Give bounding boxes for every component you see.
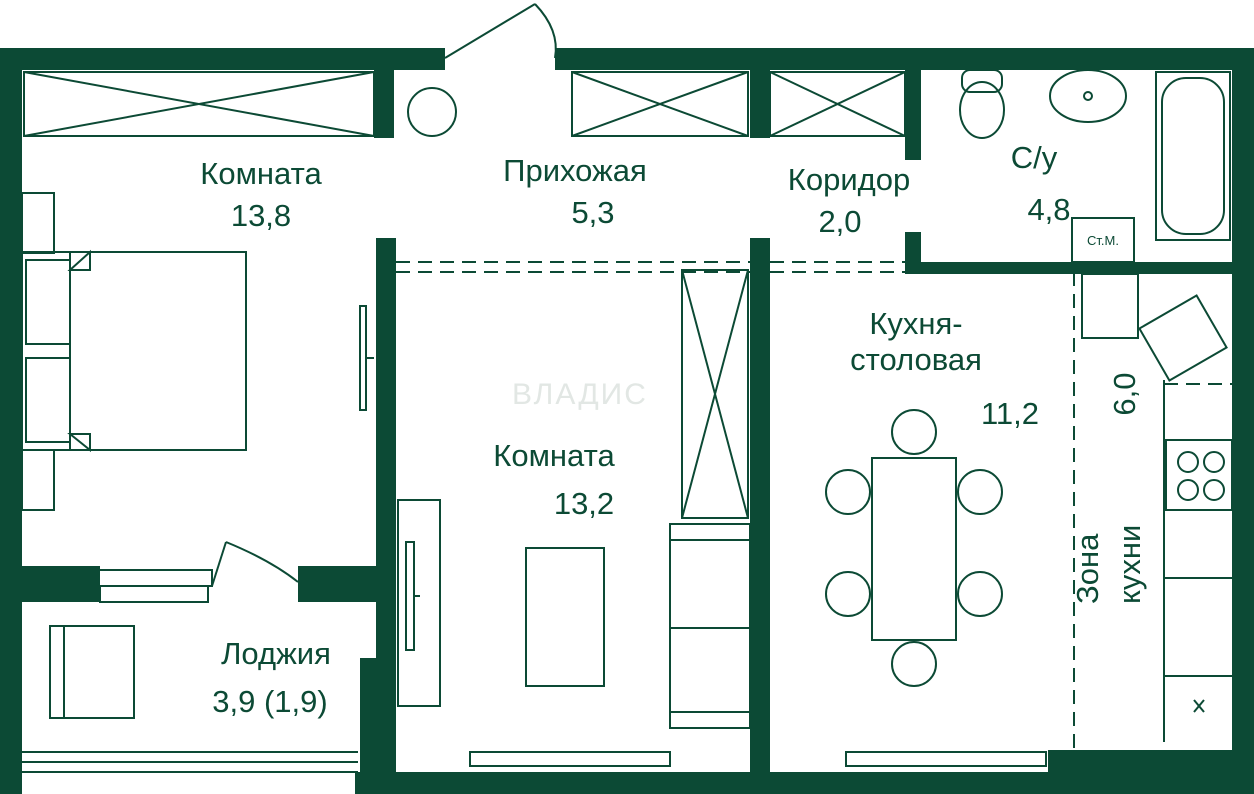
kitchen-zone-name-1: Зона bbox=[1070, 533, 1105, 604]
bathroom-label: С/у 4,8 bbox=[984, 140, 1084, 228]
kitchen-zone-area: 6,0 bbox=[1107, 372, 1142, 416]
room1-area: 13,8 bbox=[230, 198, 292, 233]
loggia-label: Лоджия 3,9 (1,9) bbox=[186, 636, 354, 720]
room2-name: Комната bbox=[493, 438, 615, 473]
furniture bbox=[21, 3, 1233, 773]
room2-area: 13,2 bbox=[553, 486, 615, 521]
corridor-label: Коридор 2,0 bbox=[764, 162, 934, 240]
kitchen-dining-name-1: Кухня- bbox=[869, 306, 963, 341]
bathroom-name: С/у bbox=[1010, 140, 1058, 175]
hall-area: 5,3 bbox=[571, 195, 615, 230]
kitchen-dining-name-2: столовая bbox=[850, 342, 982, 377]
loggia-area: 3,9 (1,9) bbox=[212, 684, 328, 719]
walls bbox=[0, 48, 1254, 794]
corridor-area: 2,0 bbox=[818, 204, 862, 239]
room1-label: Комната 13,8 bbox=[176, 156, 346, 234]
kitchen-zone-name-2: кухни bbox=[1112, 524, 1147, 604]
washer-label: Ст.М. bbox=[1087, 233, 1119, 248]
watermark-text: ВЛАДИС bbox=[512, 378, 648, 411]
corridor-name: Коридор bbox=[787, 162, 911, 197]
hall-label: Прихожая 5,3 bbox=[470, 153, 680, 231]
kitchen-dining-area: 11,2 bbox=[980, 396, 1040, 431]
loggia-name: Лоджия bbox=[221, 636, 331, 671]
bathroom-area: 4,8 bbox=[1027, 192, 1071, 227]
hall-name: Прихожая bbox=[503, 153, 647, 188]
zone-lines bbox=[396, 261, 1232, 750]
room1-name: Комната bbox=[200, 156, 322, 191]
room2-label: Комната 13,2 bbox=[466, 438, 642, 522]
kitchen-zone-label: Зона кухни bbox=[1070, 456, 1180, 606]
kitchen-dining-label: Кухня- столовая bbox=[826, 306, 1006, 378]
